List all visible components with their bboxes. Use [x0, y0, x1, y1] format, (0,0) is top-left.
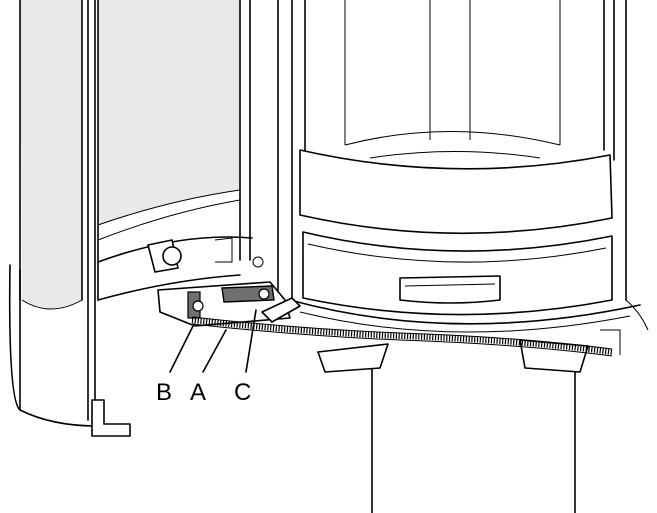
- callout-label-a: A: [190, 379, 206, 406]
- callout-label-c: C: [234, 379, 251, 406]
- outer-door: [8, 0, 131, 437]
- stove-body: [277, 0, 649, 355]
- front-band: [299, 149, 613, 235]
- door-latch: [91, 399, 131, 437]
- door-glass: [98, 0, 240, 225]
- hinge-clip: [261, 297, 301, 323]
- leader-c: [245, 309, 257, 373]
- inner-door: [97, 0, 264, 301]
- leader-a: [202, 329, 227, 373]
- callout-lines: [169, 309, 257, 373]
- ash-drawer: [302, 231, 613, 316]
- foot-left: [317, 343, 389, 373]
- leader-b: [169, 323, 195, 373]
- stove-pedestal: [317, 339, 589, 513]
- hinge-assembly: [157, 281, 301, 327]
- hinge-screw: [252, 256, 264, 268]
- callout-label-b: B: [156, 379, 172, 406]
- drawer-handle: [399, 275, 501, 304]
- part-a-gasket: [191, 316, 613, 357]
